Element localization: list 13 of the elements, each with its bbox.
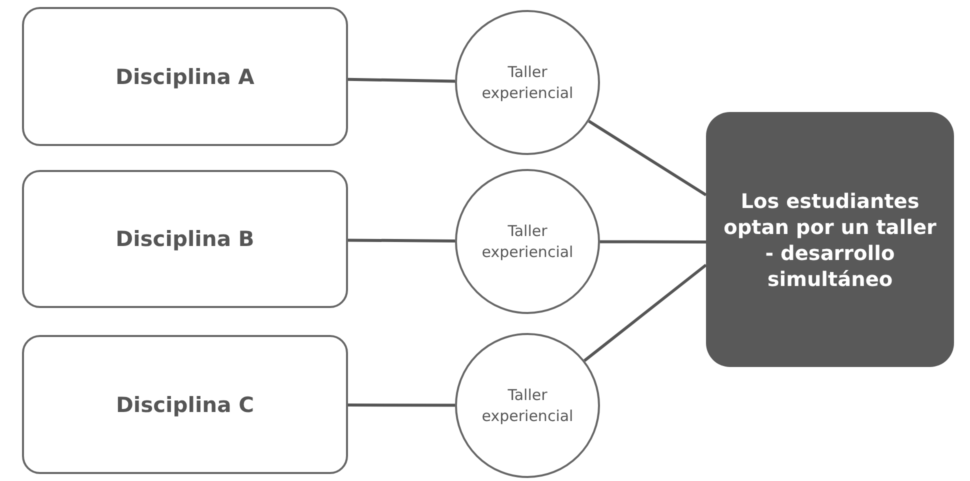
discipline-box: Disciplina A	[22, 7, 348, 146]
connector-line	[588, 120, 707, 196]
discipline-box: Disciplina B	[22, 170, 348, 308]
connector-line	[600, 240, 706, 244]
workshop-circle: Taller experiencial	[455, 169, 600, 314]
workshop-circle: Taller experiencial	[455, 333, 600, 478]
connector-line	[584, 264, 707, 362]
connector-line	[348, 403, 455, 407]
discipline-box: Disciplina C	[22, 335, 348, 474]
connector-line	[348, 238, 456, 242]
outcome-box: Los estudiantes optan por un taller - desarrollo simultáneo	[706, 112, 954, 367]
connector-line	[348, 78, 456, 83]
workshop-circle: Taller experiencial	[455, 10, 600, 155]
